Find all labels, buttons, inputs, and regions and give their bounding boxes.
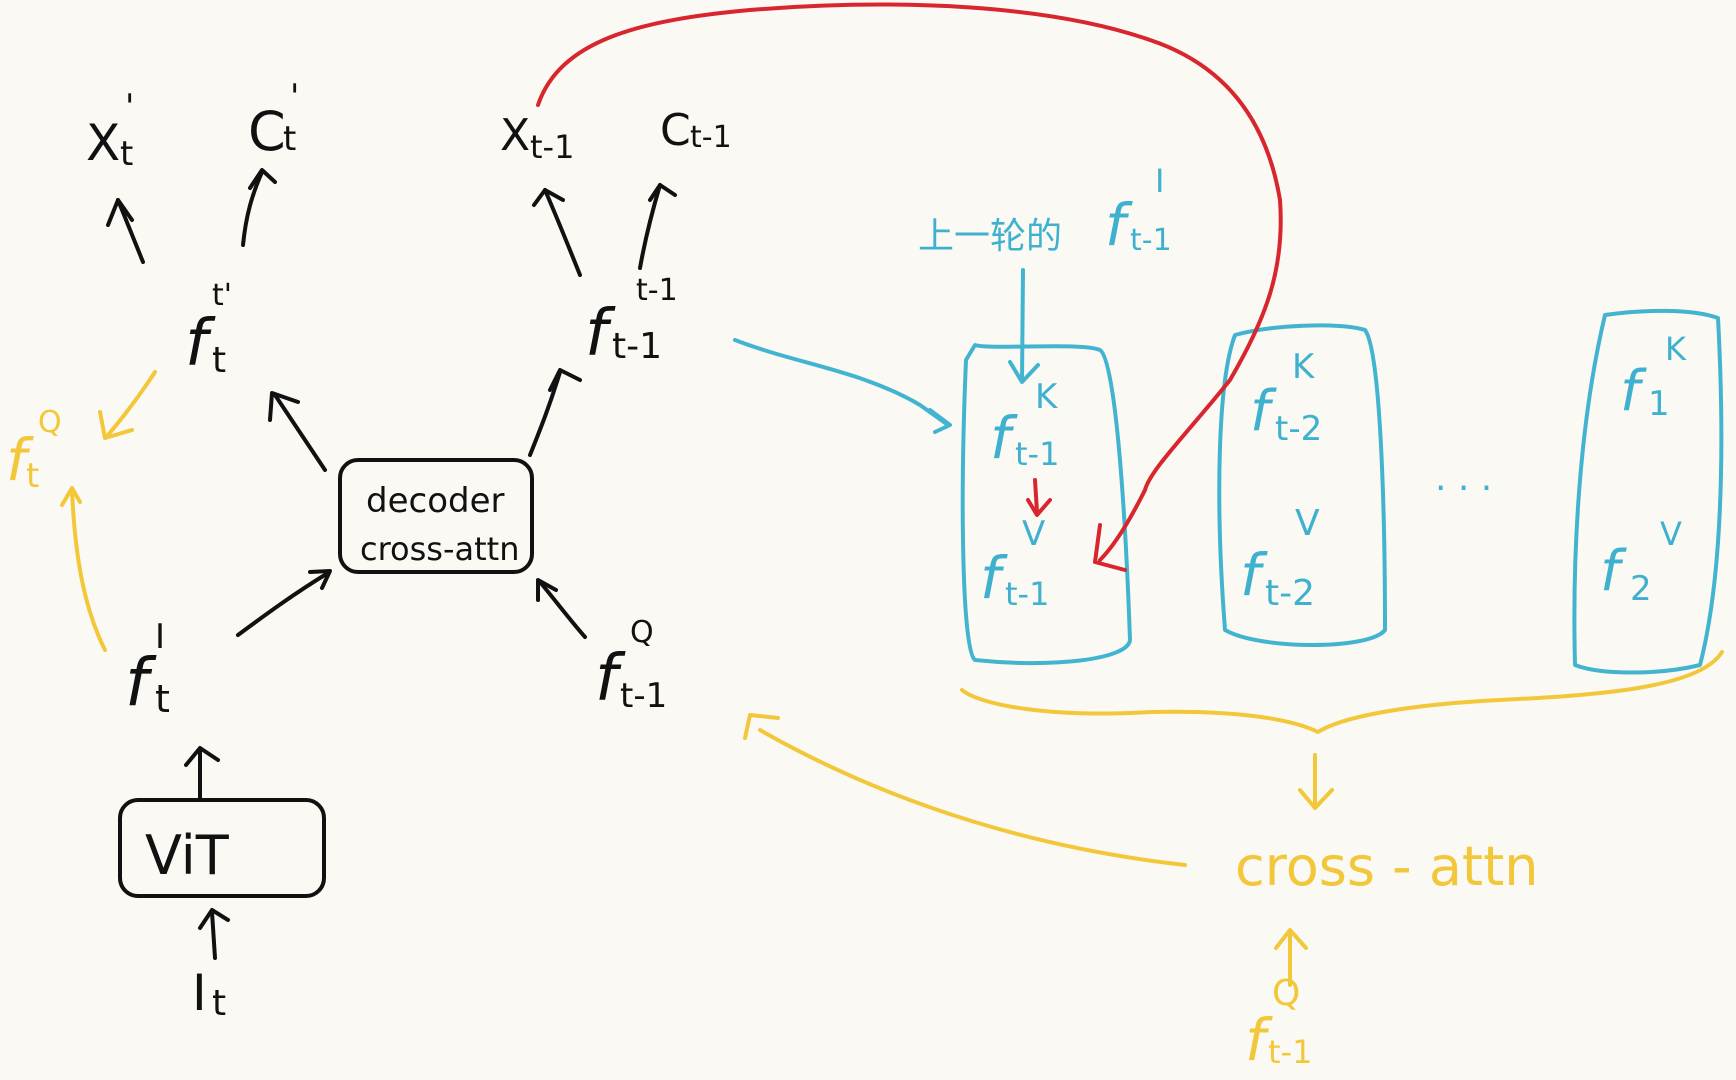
svg-text:上一轮的: 上一轮的	[918, 216, 1062, 257]
decoder-cross-attn-label: cross-attn	[360, 530, 520, 568]
svg-text:f: f	[1105, 191, 1133, 259]
svg-text:t-1: t-1	[690, 120, 732, 155]
label-f-t-minus-1-Q-yellow: f t-1 Q	[1245, 973, 1312, 1074]
yellow-arrows	[60, 370, 1724, 987]
svg-text:V: V	[1022, 514, 1045, 554]
label-f-t-Q: f t Q	[6, 405, 62, 496]
svg-text:V: V	[1660, 515, 1682, 553]
svg-text:X: X	[86, 114, 120, 172]
black-arrows	[106, 168, 677, 960]
svg-text:t': t'	[212, 278, 232, 313]
prev-round-label: 上一轮的 f t-1 I	[918, 162, 1172, 259]
label-I-t: I t	[192, 964, 226, 1024]
label-f-t-prime: f t t'	[185, 278, 232, 381]
svg-text:': '	[125, 87, 134, 127]
svg-text:C: C	[660, 105, 691, 156]
svg-text:t-1: t-1	[1130, 223, 1172, 258]
svg-text:f: f	[980, 544, 1008, 612]
label-f-t-minus-2-V: f t-2 V	[1240, 503, 1320, 614]
svg-text:t: t	[120, 134, 133, 174]
svg-text:t: t	[26, 456, 39, 496]
svg-text:t-1: t-1	[612, 326, 662, 367]
red-arrows	[536, 2, 1283, 572]
decoder-cross-attn-box: decoder cross-attn	[338, 458, 534, 574]
label-c-t-minus-1: C t-1	[660, 105, 732, 156]
svg-text:f: f	[125, 644, 157, 721]
svg-text:Q: Q	[630, 615, 654, 650]
svg-text:t: t	[155, 677, 170, 721]
label-f-t-minus-1-K: f t-1 K	[990, 377, 1059, 473]
svg-text:f: f	[1240, 541, 1268, 609]
label-x-t-prime: X t '	[86, 87, 134, 174]
svg-text:t-2: t-2	[1275, 409, 1322, 449]
memory-slot-1: f 1 K f 2 V	[1572, 308, 1724, 675]
memory-ellipsis: · · ·	[1435, 468, 1492, 509]
label-f-t-minus-1-top: f t-1 t-1	[585, 273, 678, 371]
vit-box: ViT	[118, 798, 326, 898]
label-f-t-minus-1-Q-black: f t-1 Q	[595, 615, 667, 716]
svg-text:t-1: t-1	[636, 273, 678, 308]
svg-text:C: C	[248, 100, 286, 163]
label-f-t-minus-2-K: f t-2 K	[1250, 347, 1322, 449]
svg-text:2: 2	[1630, 569, 1652, 609]
svg-text:t-1: t-1	[1015, 435, 1059, 473]
svg-text:Q: Q	[38, 405, 62, 440]
label-f-2-V: f 2 V	[1600, 515, 1682, 609]
label-x-t-minus-1: X t-1	[500, 110, 574, 166]
label-c-t-prime: C t '	[248, 77, 299, 163]
svg-text:f: f	[1620, 359, 1647, 424]
svg-text:I: I	[1155, 162, 1164, 200]
svg-text:t: t	[283, 119, 296, 159]
svg-text:X: X	[500, 110, 530, 161]
svg-text:t-1: t-1	[620, 676, 667, 716]
svg-text:t: t	[212, 340, 226, 381]
svg-text:K: K	[1292, 347, 1316, 387]
label-f-1-K: f 1 K	[1620, 330, 1687, 424]
svg-text:I: I	[192, 964, 207, 1022]
yellow-cross-attn-label: cross - attn	[1235, 835, 1539, 898]
decoder-label: decoder	[366, 481, 504, 521]
svg-text:K: K	[1665, 330, 1687, 368]
vit-label: ViT	[145, 824, 230, 887]
svg-text:Q: Q	[1272, 973, 1300, 1014]
svg-text:1: 1	[1648, 384, 1670, 424]
svg-text:t-2: t-2	[1265, 573, 1315, 614]
svg-text:K: K	[1035, 377, 1059, 417]
svg-text:t: t	[212, 983, 226, 1024]
svg-text:I: I	[155, 617, 165, 657]
blue-arrows	[733, 268, 1040, 434]
label-f-t-minus-1-V: f t-1 V	[980, 514, 1049, 613]
memory-slot-t-minus-2: f t-2 K f t-2 V	[1217, 323, 1387, 647]
svg-text:t-1: t-1	[1268, 1033, 1312, 1071]
svg-text:t-1: t-1	[530, 128, 574, 166]
svg-text:f: f	[1600, 539, 1627, 604]
label-f-t-I: f t I	[125, 617, 170, 721]
svg-text:': '	[290, 77, 299, 117]
svg-text:V: V	[1295, 503, 1320, 544]
svg-text:f: f	[990, 404, 1018, 472]
svg-text:t-1: t-1	[1005, 575, 1049, 613]
svg-text:f: f	[1250, 379, 1277, 444]
